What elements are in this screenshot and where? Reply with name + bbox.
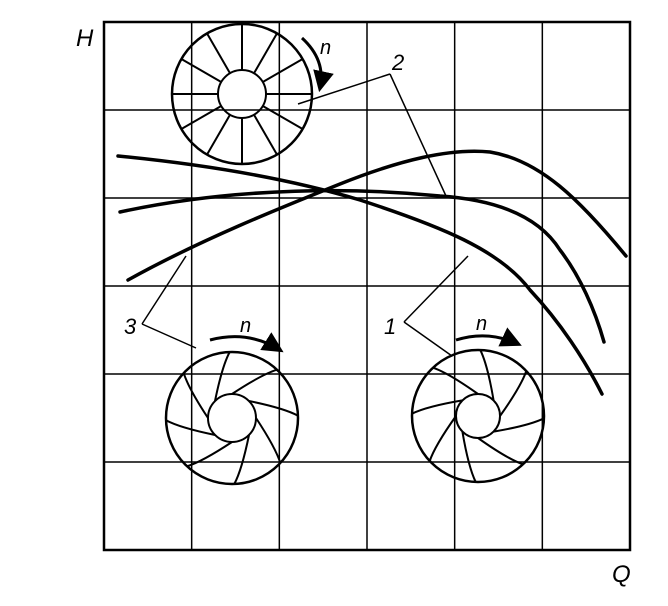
x-axis-label: Q bbox=[612, 561, 631, 588]
impeller-blade bbox=[493, 417, 545, 433]
impeller-blade bbox=[432, 366, 479, 395]
callout-label-radial: 2 bbox=[391, 50, 404, 75]
impeller-blade bbox=[231, 368, 278, 395]
rotation-label-top: n bbox=[320, 37, 331, 59]
impeller-blade bbox=[186, 441, 233, 468]
rotation-label-right: n bbox=[476, 313, 487, 335]
rotation-arrow-icon bbox=[455, 327, 522, 347]
impeller-blade bbox=[214, 351, 231, 402]
impeller-blade bbox=[233, 434, 250, 485]
curve-backward-blades bbox=[116, 154, 604, 396]
impeller-blade bbox=[461, 431, 477, 483]
forward-curved-impeller-icon bbox=[164, 350, 300, 486]
rotation-arrow-icon bbox=[300, 36, 334, 93]
backward-curved-impeller-icon bbox=[410, 348, 546, 484]
impeller-blade bbox=[182, 372, 209, 419]
impeller-blade bbox=[248, 400, 299, 417]
y-axis-label: H bbox=[76, 25, 94, 52]
grid-lines bbox=[104, 22, 630, 550]
curve-forward-blades bbox=[126, 149, 628, 282]
impeller-blade bbox=[477, 437, 524, 466]
impeller-blade bbox=[180, 58, 222, 83]
impeller-blade bbox=[206, 32, 231, 74]
impeller-blade bbox=[262, 105, 304, 130]
callout-label-forward: 3 bbox=[124, 314, 137, 339]
impeller-blade bbox=[479, 349, 495, 401]
leader-lines bbox=[141, 73, 469, 357]
callout-label-backward: 1 bbox=[384, 314, 396, 339]
impeller-blade bbox=[180, 105, 222, 130]
impeller-blade bbox=[411, 399, 463, 415]
curve-radial-blades bbox=[118, 188, 606, 344]
impeller-blade bbox=[499, 370, 528, 417]
radial-blade-impeller-icon bbox=[170, 22, 314, 166]
characteristic-curves bbox=[116, 149, 628, 396]
impeller-blade bbox=[253, 32, 278, 74]
rotation-label-left: n bbox=[240, 315, 251, 337]
impeller-blade bbox=[253, 114, 278, 156]
impeller-blade bbox=[255, 417, 282, 464]
impeller-blade bbox=[206, 114, 231, 156]
impeller-blade bbox=[428, 415, 457, 462]
impeller-blade bbox=[262, 58, 304, 83]
rotation-arrow-icon bbox=[209, 332, 284, 353]
plot-frame bbox=[102, 20, 632, 552]
impeller-blade bbox=[165, 419, 216, 436]
